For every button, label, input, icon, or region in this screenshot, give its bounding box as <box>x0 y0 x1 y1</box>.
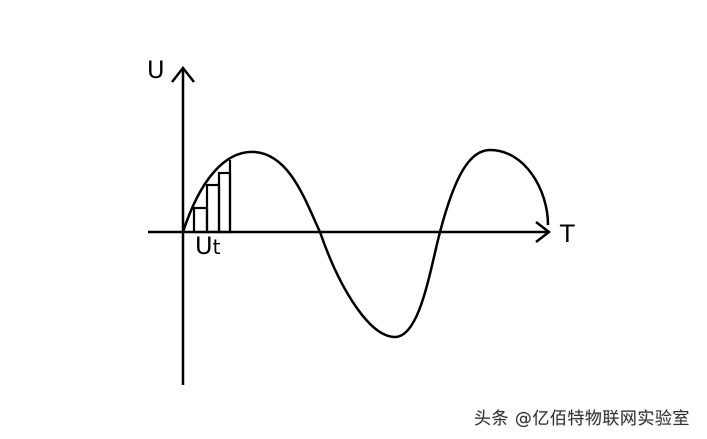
sine-wave <box>181 148 550 339</box>
y-axis-arrow-icon <box>171 65 195 83</box>
sample-label-main: U <box>195 232 213 260</box>
sample-bar-3 <box>217 171 232 234</box>
sample-bars <box>192 160 232 234</box>
sample-bar-2 <box>205 183 221 234</box>
y-axis-label: U <box>147 56 165 84</box>
sample-label: Ut <box>195 232 220 260</box>
x-axis-arrow-icon <box>535 221 552 243</box>
sample-bar-1 <box>192 206 209 234</box>
x-axis-label: T <box>560 220 575 248</box>
sample-label-sub: t <box>212 235 221 259</box>
watermark: 头条 @亿佰特物联网实验室 <box>474 409 690 429</box>
